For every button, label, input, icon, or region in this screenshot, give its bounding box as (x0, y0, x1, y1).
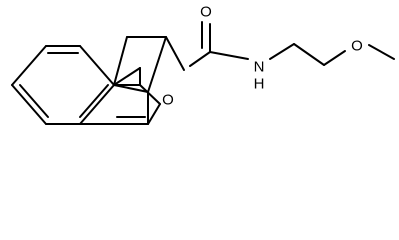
bond (147, 103, 161, 125)
chemical-structure-diagram: O N H O O (11, 4, 395, 125)
carbonyl-oxygen-label: O (200, 4, 212, 21)
naphthalene-right-ring (79, 45, 161, 125)
bond (11, 84, 47, 125)
bond (113, 36, 128, 86)
bond (113, 84, 149, 93)
bond (269, 43, 295, 60)
bond (11, 45, 47, 86)
bond (189, 51, 211, 67)
double-bond-inner (19, 84, 49, 118)
bond (139, 84, 161, 105)
double-bond-inner (79, 84, 109, 118)
amide-nitrogen-label: N (254, 59, 265, 76)
bond (165, 36, 185, 71)
bond (113, 67, 141, 86)
bond (368, 44, 395, 60)
bond (293, 43, 325, 66)
bond (147, 36, 167, 93)
bond (79, 45, 115, 86)
bond (323, 50, 346, 66)
dihydrofuran-ring (113, 36, 185, 125)
bond (79, 84, 115, 125)
furan-oxygen-label: O (162, 92, 174, 109)
methoxyethyl-chain (269, 43, 395, 66)
amide-hydrogen-label: H (254, 76, 265, 93)
bond (209, 51, 249, 60)
naphthalene-left-ring (11, 45, 81, 125)
methoxy-oxygen-label: O (351, 38, 363, 55)
amide-side-chain (189, 21, 249, 67)
